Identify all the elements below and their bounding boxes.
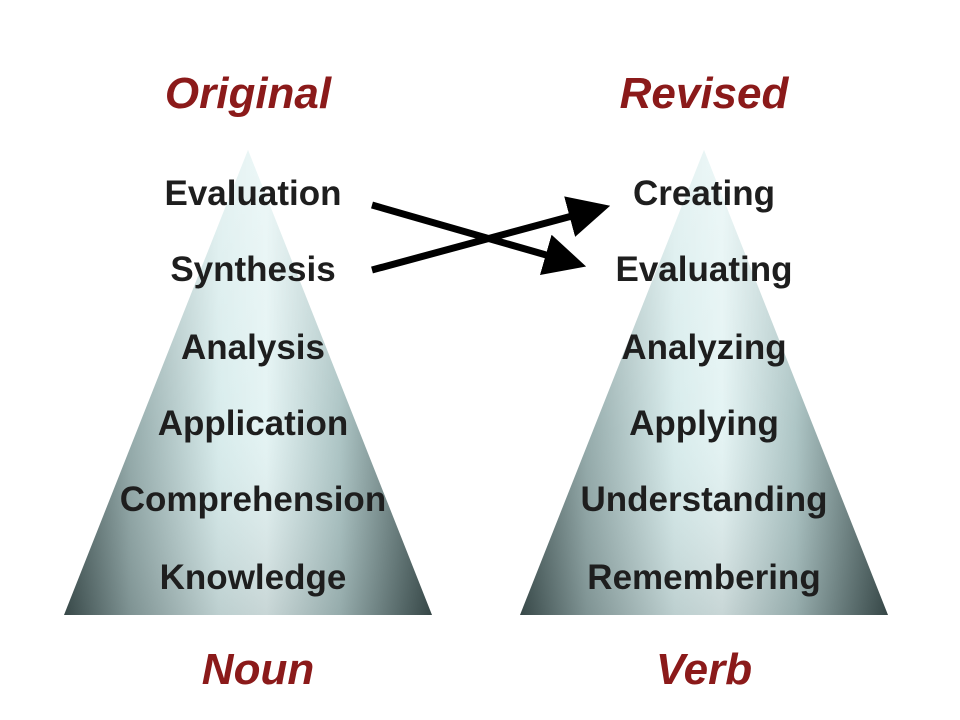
original-level-comprehension: Comprehension xyxy=(119,480,387,519)
revised-level-evaluating: Evaluating xyxy=(615,250,793,289)
revised-pyramid xyxy=(520,150,888,615)
original-footer: Noun xyxy=(201,645,315,694)
original-pyramid xyxy=(64,150,432,615)
original-level-analysis: Analysis xyxy=(181,328,325,367)
revised-level-analyzing: Analyzing xyxy=(621,328,787,367)
revised-level-creating: Creating xyxy=(633,174,775,213)
original-heading: Original xyxy=(164,69,332,118)
original-level-synthesis: Synthesis xyxy=(170,250,336,289)
revised-heading: Revised xyxy=(619,69,789,118)
original-level-evaluation: Evaluation xyxy=(164,174,342,213)
revised-footer: Verb xyxy=(655,645,753,694)
arrow-evaluation-to-evaluating xyxy=(371,201,587,276)
original-level-knowledge: Knowledge xyxy=(159,558,347,597)
revised-level-applying: Applying xyxy=(629,404,779,443)
revised-level-understanding: Understanding xyxy=(580,480,828,519)
revised-level-remembering: Remembering xyxy=(587,558,821,597)
original-level-application: Application xyxy=(157,404,349,443)
